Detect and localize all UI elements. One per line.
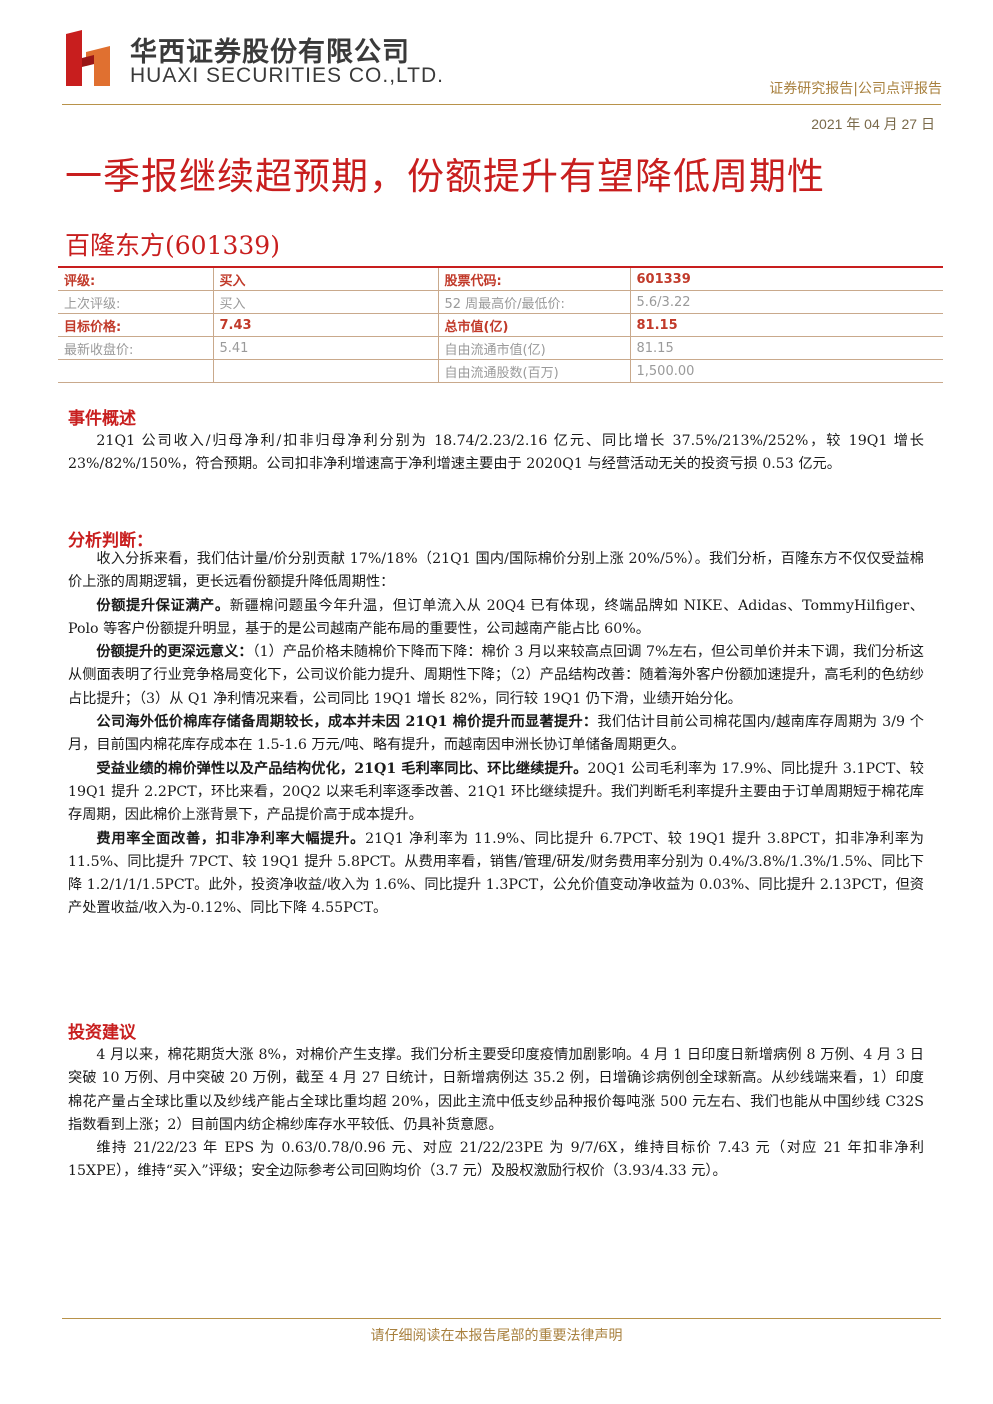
close-price-value: 5.41: [213, 336, 439, 360]
paragraph-text: 我们估计目前公司棉花国内/越南库存周期为 3/9 个月，目前国内棉花库存成本在 …: [68, 714, 924, 754]
event-paragraph: 21Q1 公司收入/归母净利/扣非归母净利分别为 18.74/2.23/2.16…: [68, 430, 924, 477]
section-title-advice: 投资建议: [68, 1023, 136, 1043]
paragraph-text: 21Q1 净利率为 11.9%、同比提升 6.7PCT、较 19Q1 提升 3.…: [68, 830, 924, 917]
section-title-analysis: 分析判断：: [68, 531, 153, 551]
brand-name-cn: 华西证券股份有限公司: [130, 37, 410, 68]
advice-paragraph: 4 月以来，棉花期货大涨 8%，对棉价产生支撑。我们分析主要受印度疫情加剧影响。…: [68, 1044, 924, 1137]
brand-name-en: HUAXI SECURITIES CO.,LTD.: [130, 64, 444, 87]
paragraph-text: 收入分拆来看，我们估计量/价分别贡献 17%/18%（21Q1 国内/国际棉价分…: [68, 551, 924, 591]
paragraph-text: 4 月以来，棉花期货大涨 8%，对棉价产生支撑。我们分析主要受印度疫情加剧影响。…: [68, 1047, 924, 1133]
report-title: 一季报继续超预期，份额提升有望降低周期性: [65, 155, 825, 198]
report-date: 2021 年 04 月 27 日: [811, 116, 935, 132]
paragraph-lead: 份额提升保证满产。: [96, 597, 230, 614]
market-cap-label: 总市值(亿): [438, 313, 631, 337]
market-cap-value: 81.15: [630, 313, 943, 337]
close-price-label: 最新收盘价:: [58, 336, 214, 360]
float-cap-label: 自由流通市值(亿): [438, 336, 631, 360]
paragraph-lead: 费用率全面改善，扣非净利率大幅提升。: [96, 830, 366, 847]
target-price-label: 目标价格:: [58, 313, 214, 337]
rating-value: 买入: [213, 267, 439, 291]
paragraph-text: 21Q1 公司收入/归母净利/扣非归母净利分别为 18.74/2.23/2.16…: [68, 433, 924, 473]
float-cap-value: 81.15: [630, 336, 943, 360]
analysis-paragraph: 受益业绩的棉价弹性以及产品结构优化，21Q1 毛利率同比、环比继续提升。20Q1…: [68, 758, 924, 828]
table-row: 自由流通股数(百万) 1,500.00: [58, 359, 943, 383]
analysis-paragraph: 份额提升保证满产。新疆棉问题虽今年升温，但订单流入从 20Q4 已有体现，终端品…: [68, 595, 924, 642]
target-price-value: 7.43: [213, 313, 439, 337]
report-type: 证券研究报告|公司点评报告: [769, 81, 942, 97]
table-row: 目标价格: 7.43 总市值(亿) 81.15: [58, 313, 943, 337]
stock-info-table: 评级: 买入 股票代码: 601339 上次评级: 买入 52 周最高价/最低价…: [58, 266, 943, 383]
paragraph-lead: 公司海外低价棉库存储备周期较长，成本并未因 21Q1 棉价提升而显著提升：: [96, 714, 598, 731]
52w-range-label: 52 周最高价/最低价:: [438, 290, 631, 314]
float-shares-value: 1,500.00: [630, 359, 943, 383]
rating-label: 评级:: [58, 267, 214, 291]
empty-cell: [58, 359, 214, 383]
52w-range-value: 5.6/3.22: [630, 290, 943, 314]
legal-disclaimer: 请仔细阅读在本报告尾部的重要法律声明: [370, 1328, 623, 1344]
table-row: 上次评级: 买入 52 周最高价/最低价: 5.6/3.22: [58, 290, 943, 314]
paragraph-text: 维持 21/22/23 年 EPS 为 0.63/0.78/0.96 元、对应 …: [68, 1140, 924, 1180]
paragraph-text: 新疆棉问题虽今年升温，但订单流入从 20Q4 已有体现，终端品牌如 NIKE、A…: [68, 597, 924, 637]
header-divider: [62, 104, 941, 105]
huaxi-logo-icon: [66, 30, 110, 86]
table-row: 最新收盘价: 5.41 自由流通市值(亿) 81.15: [58, 336, 943, 360]
empty-cell: [213, 359, 439, 383]
paragraph-lead: 受益业绩的棉价弹性以及产品结构优化，21Q1 毛利率同比、环比继续提升。: [96, 760, 588, 777]
stock-code-value: 601339: [630, 267, 943, 291]
footer-divider: [62, 1318, 941, 1319]
paragraph-lead: 份额提升的更深远意义：: [96, 644, 253, 661]
analysis-paragraph: 公司海外低价棉库存储备周期较长，成本并未因 21Q1 棉价提升而显著提升：我们估…: [68, 711, 924, 758]
stock-code-label: 股票代码:: [438, 267, 631, 291]
paragraph-text: （1）产品价格未随棉价下降而下降：棉价 3 月以来较高点回调 7%左右，但公司单…: [68, 644, 924, 707]
company-name: 百隆东方(601339): [65, 231, 280, 260]
advice-body: 4 月以来，棉花期货大涨 8%，对棉价产生支撑。我们分析主要受印度疫情加剧影响。…: [68, 1044, 924, 1184]
prev-rating-label: 上次评级:: [58, 290, 214, 314]
float-shares-label: 自由流通股数(百万): [438, 359, 631, 383]
report-header: 华西证券股份有限公司 HUAXI SECURITIES CO.,LTD. 证券研…: [62, 22, 942, 102]
analysis-body: 收入分拆来看，我们估计量/价分别贡献 17%/18%（21Q1 国内/国际棉价分…: [68, 548, 924, 921]
section-title-event: 事件概述: [68, 409, 136, 429]
analysis-paragraph: 费用率全面改善，扣非净利率大幅提升。21Q1 净利率为 11.9%、同比提升 6…: [68, 828, 924, 921]
paragraph-text: 20Q1 公司毛利率为 17.9%、同比提升 3.1PCT、较 19Q1 提升 …: [68, 760, 924, 824]
table-row: 评级: 买入 股票代码: 601339: [58, 267, 943, 291]
prev-rating-value: 买入: [213, 290, 439, 314]
analysis-paragraph: 收入分拆来看，我们估计量/价分别贡献 17%/18%（21Q1 国内/国际棉价分…: [68, 548, 924, 595]
analysis-paragraph: 份额提升的更深远意义：（1）产品价格未随棉价下降而下降：棉价 3 月以来较高点回…: [68, 641, 924, 711]
advice-paragraph: 维持 21/22/23 年 EPS 为 0.63/0.78/0.96 元、对应 …: [68, 1137, 924, 1184]
